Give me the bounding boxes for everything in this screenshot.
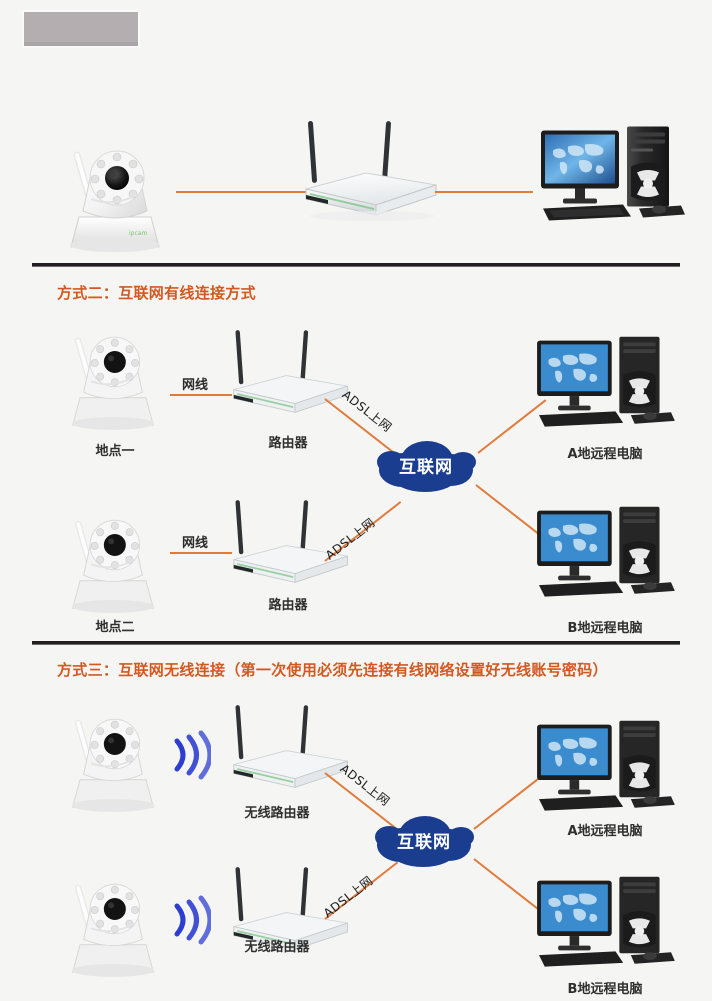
wifi-signal-icon-1 xyxy=(169,727,213,787)
label-router-2: 路由器 xyxy=(268,598,308,613)
camera-to-router-cable xyxy=(176,191,307,193)
ip-camera-site-two xyxy=(58,496,168,620)
section-divider-1 xyxy=(32,263,680,267)
label-wireless-router-1: 无线路由器 xyxy=(244,806,310,821)
internet-cloud-3: 互联网 xyxy=(365,807,483,873)
world-map-wallpaper xyxy=(553,144,604,175)
router-antennas xyxy=(308,121,391,183)
remote-computer-wireless-b xyxy=(523,871,688,985)
camera-lens xyxy=(105,166,129,190)
monitor xyxy=(541,130,619,204)
ip-camera: ipcam xyxy=(55,125,175,259)
router xyxy=(288,115,448,229)
label-site-two: 地点二 xyxy=(95,620,135,635)
ip-camera-wireless-two xyxy=(58,860,168,984)
computer-tower xyxy=(627,126,669,207)
wireless-router-two xyxy=(218,860,358,964)
ip-camera-wireless-one xyxy=(58,695,168,819)
image-placeholder-fill xyxy=(24,12,138,46)
remote-computer-b xyxy=(523,501,688,615)
svg-text:ipcam: ipcam xyxy=(129,230,147,237)
keyboard xyxy=(543,204,631,221)
camera-to-router-cable-2 xyxy=(170,552,232,554)
camera-to-router-cable-1 xyxy=(170,394,232,396)
section-three-note: （第一次使用必须先连接有线网络设置好无线账号密码） xyxy=(225,661,608,679)
label-remote-pc-wireless-a: A地远程电脑 xyxy=(567,824,643,839)
section-three-title-text: 方式三：互联网无线连接 xyxy=(57,661,226,679)
label-remote-pc-a: A地远程电脑 xyxy=(567,447,643,462)
section-two-title-text: 方式二：互联网有线连接方式 xyxy=(57,284,256,302)
label-site-one: 地点一 xyxy=(95,444,135,459)
router-site-one xyxy=(218,323,358,427)
label-lan-cable-1: 网线 xyxy=(182,378,209,393)
remote-computer-a xyxy=(523,331,688,445)
image-placeholder xyxy=(22,10,140,48)
label-remote-pc-wireless-b: B地远程电脑 xyxy=(567,982,643,997)
desktop-computer xyxy=(527,121,697,240)
section-divider-2 xyxy=(32,641,680,645)
label-lan-cable-2: 网线 xyxy=(182,536,209,551)
camera-ir-leds xyxy=(90,152,144,205)
wifi-signal-icon-2 xyxy=(169,892,213,952)
ip-camera-site-one xyxy=(58,313,168,437)
router-to-computer-cable xyxy=(435,191,533,193)
section-three-title: 方式三：互联网无线连接（第一次使用必须先连接有线网络设置好无线账号密码） xyxy=(57,659,608,680)
internet-cloud-2: 互联网 xyxy=(367,432,485,498)
mouse xyxy=(639,205,685,218)
remote-computer-wireless-a xyxy=(523,715,688,829)
label-router-1: 路由器 xyxy=(268,436,308,451)
router-site-two xyxy=(218,493,358,597)
section-two-title: 方式二：互联网有线连接方式 xyxy=(57,282,256,303)
label-wireless-router-2: 无线路由器 xyxy=(244,940,310,955)
wireless-router-one xyxy=(218,698,358,802)
label-remote-pc-b: B地远程电脑 xyxy=(567,621,643,636)
